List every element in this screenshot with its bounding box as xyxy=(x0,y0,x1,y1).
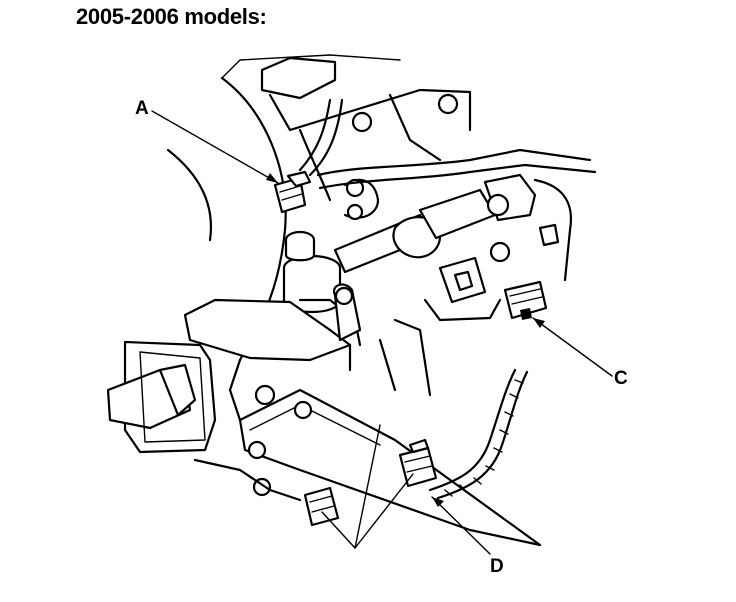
intake-manifold xyxy=(183,283,432,422)
figure-title: 2005-2006 models: xyxy=(76,4,267,29)
wire-harness-upper xyxy=(298,98,597,190)
fitting xyxy=(486,193,510,217)
bolt-head xyxy=(254,384,276,406)
fuel-rail xyxy=(193,384,542,547)
bolt-head xyxy=(334,286,354,306)
bolt-head xyxy=(293,400,313,420)
bolt-head xyxy=(346,203,364,221)
bolt-head xyxy=(437,93,459,115)
wire-harness-lower xyxy=(428,368,529,500)
bolt-head xyxy=(351,111,373,133)
throttle-actuator xyxy=(333,173,573,282)
engine-block xyxy=(166,54,472,362)
connector-a xyxy=(273,170,312,214)
connector-d-lower xyxy=(303,486,340,527)
bolt-head xyxy=(489,241,511,263)
connector-cluster xyxy=(423,241,511,322)
lower-mount xyxy=(106,340,217,454)
bolt-head xyxy=(247,440,267,460)
connector-d-upper xyxy=(398,438,438,488)
callout-label-c: C xyxy=(614,368,628,389)
callout-label-a: A xyxy=(135,98,149,119)
leader-lines xyxy=(151,110,613,555)
callout-label-d: D xyxy=(490,556,504,577)
connector-c xyxy=(503,280,548,320)
